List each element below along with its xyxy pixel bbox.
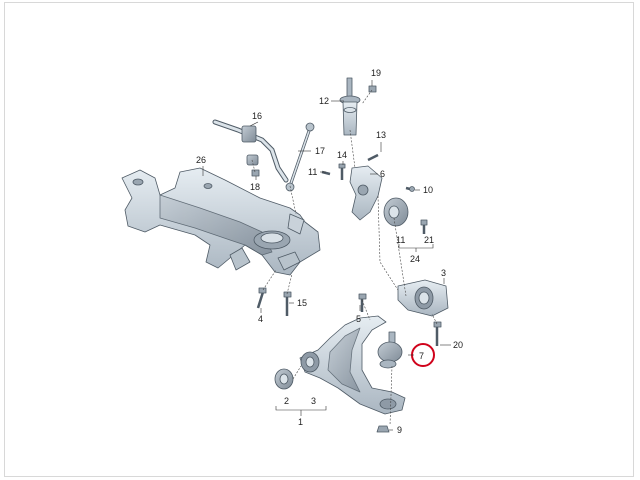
strut-12: [339, 77, 361, 136]
callout-labels: 19 12 13 16 17 14 11 6 10 18 26 11 21 24…: [196, 68, 463, 435]
callout-11-assembly: 11: [396, 235, 405, 245]
coupling-rod-17: [285, 122, 315, 192]
bonded-rubber-bush-bracket-3: [397, 279, 449, 317]
bolt-15: [283, 291, 292, 316]
wishbone-1: [299, 315, 406, 415]
callout-6: 6: [380, 169, 385, 179]
stabilizer-bar-16: [212, 119, 289, 183]
wheel-bearing-housing-6: [349, 165, 383, 221]
callout-7: 7: [419, 351, 424, 361]
callout-10: 10: [423, 185, 433, 195]
nut-19: [368, 85, 377, 93]
subframe-26: [121, 167, 321, 276]
callout-3-bush: 3: [311, 396, 316, 406]
callout-12: 12: [319, 96, 329, 106]
callout-4: 4: [258, 314, 263, 324]
bolt-10: [405, 186, 415, 192]
callout-14: 14: [337, 150, 347, 160]
callout-15: 15: [297, 298, 307, 308]
nut-9: [376, 425, 390, 433]
callout-20: 20: [453, 340, 463, 350]
callout-3-bracket: 3: [441, 268, 446, 278]
nut-18: [251, 169, 260, 177]
bolt-11: [321, 170, 331, 176]
callout-17: 17: [315, 146, 325, 156]
bolt-20: [433, 321, 442, 346]
callout-9: 9: [397, 425, 402, 435]
ball-joint-7: [377, 331, 403, 369]
bolt-21: [420, 219, 428, 234]
callout-5: 5: [356, 314, 361, 324]
bolt-14: [338, 163, 346, 180]
callout-11: 11: [308, 167, 317, 177]
callout-19: 19: [371, 68, 381, 78]
callout-24: 24: [410, 254, 420, 264]
diagram-frame: [4, 2, 634, 477]
leader-lines: [202, 80, 451, 431]
wheel-hub: [383, 197, 409, 227]
assembly-lines: [251, 89, 438, 426]
bolt-4: [256, 287, 267, 309]
callout-21: 21: [424, 235, 434, 245]
bonded-rubber-bush-2: [274, 368, 294, 390]
callout-13: 13: [376, 130, 386, 140]
callout-16: 16: [252, 111, 262, 121]
callout-1: 1: [298, 417, 303, 427]
callout-26: 26: [196, 155, 206, 165]
callout-18: 18: [250, 182, 260, 192]
bolt-13: [367, 153, 379, 162]
callout-2: 2: [284, 396, 289, 406]
